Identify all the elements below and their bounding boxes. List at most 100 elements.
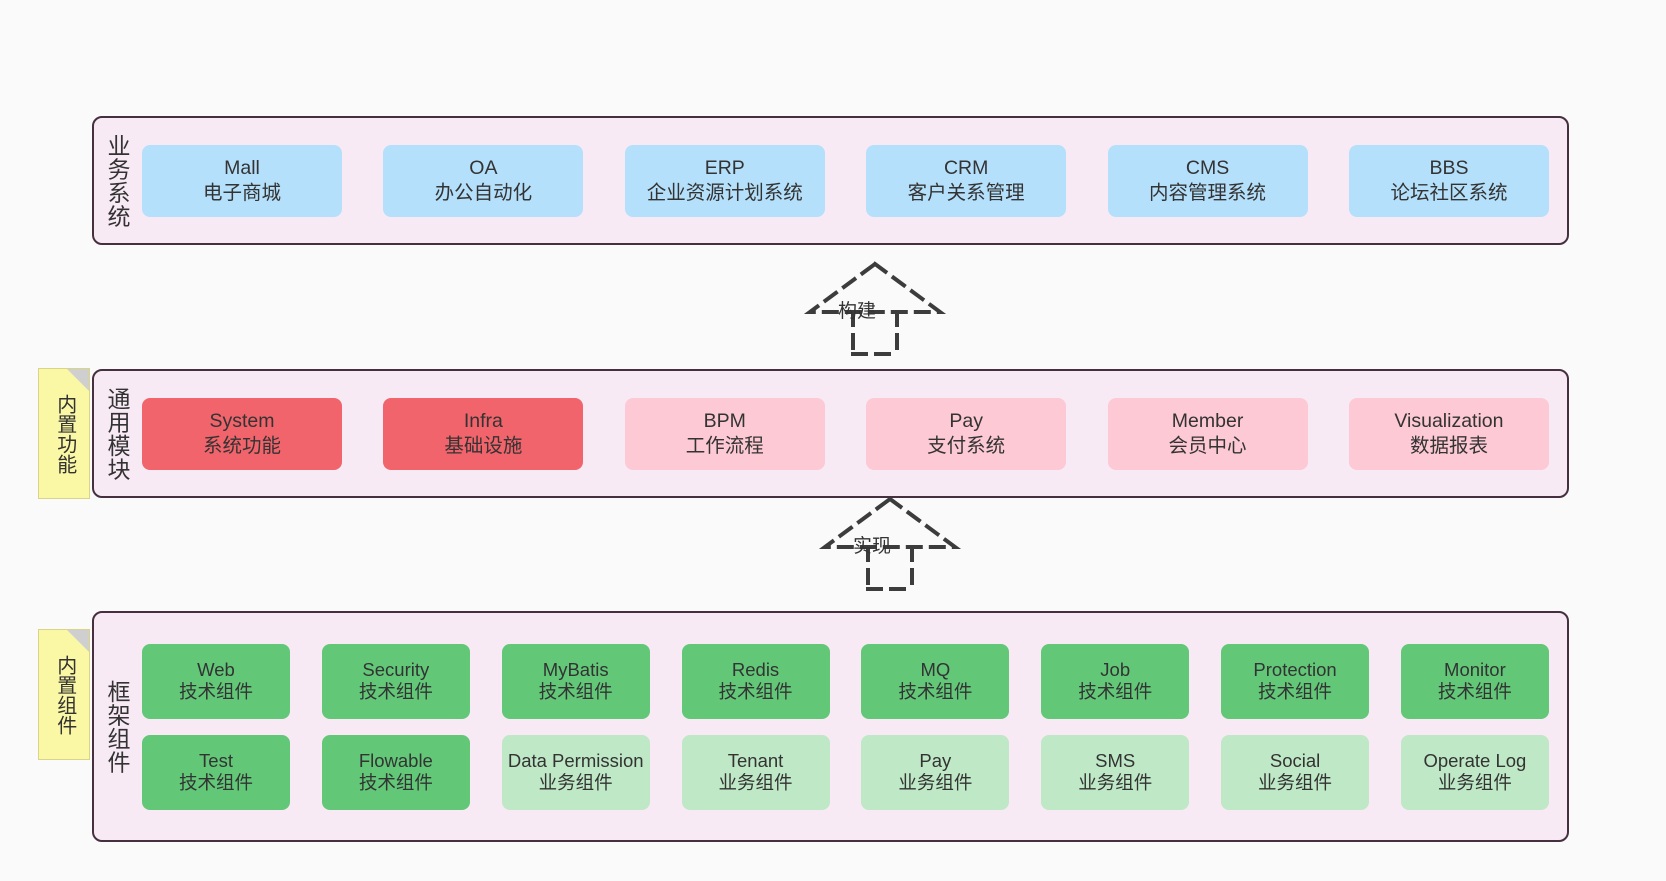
card-bpm-desc: 工作流程 bbox=[685, 434, 764, 457]
arrow-implement-head bbox=[818, 496, 962, 549]
card-erp-desc: 企业资源计划系统 bbox=[646, 181, 803, 204]
card-flowable[interactable]: Flowable 技术组件 bbox=[321, 734, 470, 810]
card-oa-desc: 办公自动化 bbox=[434, 181, 533, 204]
layer-business-systems-label: 业务系统 bbox=[103, 133, 130, 228]
card-security[interactable]: Security 技术组件 bbox=[321, 643, 470, 719]
card-system-desc: 系统功能 bbox=[202, 434, 281, 457]
framework-components-row-1: Web 技术组件 Security 技术组件 MyBatis 技术组件 Redi… bbox=[142, 643, 1549, 719]
card-mq-name: MQ bbox=[920, 658, 951, 680]
card-crm[interactable]: CRM 客户关系管理 bbox=[866, 144, 1067, 217]
card-mq-desc: 技术组件 bbox=[898, 681, 973, 702]
card-mall-desc: 电子商城 bbox=[202, 181, 281, 204]
card-security-desc: 技术组件 bbox=[358, 681, 433, 702]
card-erp[interactable]: ERP 企业资源计划系统 bbox=[624, 144, 825, 217]
arrow-build: 构建 bbox=[790, 258, 960, 358]
card-pay-module-name: Pay bbox=[949, 409, 983, 432]
card-mall[interactable]: Mall 电子商城 bbox=[142, 144, 342, 217]
card-crm-desc: 客户关系管理 bbox=[907, 181, 1025, 204]
card-oa[interactable]: OA 办公自动化 bbox=[383, 144, 584, 217]
sticky-note-built-in-features: 内置功能 bbox=[38, 368, 90, 499]
card-social[interactable]: Social 业务组件 bbox=[1221, 734, 1370, 810]
business-systems-row: Mall 电子商城 OA 办公自动化 ERP 企业资源计划系统 CRM 客户关系… bbox=[142, 144, 1549, 217]
card-bpm-name: BPM bbox=[703, 409, 746, 432]
card-job[interactable]: Job 技术组件 bbox=[1041, 643, 1190, 719]
card-mybatis-desc: 技术组件 bbox=[538, 681, 613, 702]
card-tenant[interactable]: Tenant 业务组件 bbox=[681, 734, 830, 810]
arrow-implement: 实现 bbox=[805, 493, 975, 593]
framework-components-row-2: Test 技术组件 Flowable 技术组件 Data Permission … bbox=[142, 734, 1549, 810]
card-pay-module[interactable]: Pay 支付系统 bbox=[866, 397, 1067, 470]
arrow-implement-label: 实现 bbox=[853, 536, 892, 557]
card-mall-name: Mall bbox=[224, 156, 260, 179]
card-pay-component[interactable]: Pay 业务组件 bbox=[861, 734, 1010, 810]
card-crm-name: CRM bbox=[943, 156, 989, 179]
card-test-desc: 技术组件 bbox=[178, 772, 253, 793]
card-test-name: Test bbox=[199, 749, 233, 771]
layer-common-modules-body: System 系统功能 Infra 基础设施 BPM 工作流程 Pay 支付系统… bbox=[138, 371, 1567, 496]
card-system[interactable]: System 系统功能 bbox=[142, 397, 342, 470]
card-oa-name: OA bbox=[469, 156, 498, 179]
card-job-name: Job bbox=[1100, 658, 1131, 680]
layer-framework-components-body: Web 技术组件 Security 技术组件 MyBatis 技术组件 Redi… bbox=[138, 613, 1567, 840]
card-protection-desc: 技术组件 bbox=[1258, 681, 1333, 702]
card-visualization-desc: 数据报表 bbox=[1409, 434, 1488, 457]
card-cms[interactable]: CMS 内容管理系统 bbox=[1107, 144, 1308, 217]
layer-business-systems-body: Mall 电子商城 OA 办公自动化 ERP 企业资源计划系统 CRM 客户关系… bbox=[138, 118, 1567, 243]
card-erp-name: ERP bbox=[704, 156, 745, 179]
arrow-implement-shaft bbox=[866, 545, 914, 591]
card-operate-log-name: Operate Log bbox=[1423, 749, 1527, 771]
card-tenant-name: Tenant bbox=[727, 749, 784, 771]
card-redis-name: Redis bbox=[731, 658, 780, 680]
card-protection[interactable]: Protection 技术组件 bbox=[1221, 643, 1370, 719]
card-monitor-desc: 技术组件 bbox=[1437, 681, 1512, 702]
card-member[interactable]: Member 会员中心 bbox=[1107, 397, 1308, 470]
card-job-desc: 技术组件 bbox=[1078, 681, 1153, 702]
card-tenant-desc: 业务组件 bbox=[718, 772, 793, 793]
sticky-fold-icon bbox=[67, 369, 89, 391]
card-flowable-desc: 技术组件 bbox=[358, 772, 433, 793]
card-web-desc: 技术组件 bbox=[178, 681, 253, 702]
card-data-permission[interactable]: Data Permission 业务组件 bbox=[501, 734, 650, 810]
sticky-note-built-in-components: 内置组件 bbox=[38, 629, 90, 760]
sticky-note-built-in-components-label: 内置组件 bbox=[53, 654, 76, 735]
card-mybatis[interactable]: MyBatis 技术组件 bbox=[501, 643, 650, 719]
card-sms-name: SMS bbox=[1095, 749, 1136, 771]
card-operate-log[interactable]: Operate Log 业务组件 bbox=[1400, 734, 1549, 810]
card-member-name: Member bbox=[1171, 409, 1244, 432]
card-social-desc: 业务组件 bbox=[1258, 772, 1333, 793]
card-bpm[interactable]: BPM 工作流程 bbox=[624, 397, 825, 470]
card-infra[interactable]: Infra 基础设施 bbox=[383, 397, 584, 470]
card-visualization-name: Visualization bbox=[1394, 409, 1504, 432]
layer-framework-components-label: 框架组件 bbox=[103, 679, 130, 774]
card-web-name: Web bbox=[197, 658, 235, 680]
card-bbs[interactable]: BBS 论坛社区系统 bbox=[1348, 144, 1549, 217]
card-test[interactable]: Test 技术组件 bbox=[142, 734, 290, 810]
card-infra-desc: 基础设施 bbox=[444, 434, 523, 457]
card-bbs-desc: 论坛社区系统 bbox=[1390, 181, 1508, 204]
card-redis[interactable]: Redis 技术组件 bbox=[681, 643, 830, 719]
layer-business-systems: 业务系统 Mall 电子商城 OA 办公自动化 ERP 企业资源计划系统 CRM bbox=[92, 116, 1569, 245]
common-modules-row: System 系统功能 Infra 基础设施 BPM 工作流程 Pay 支付系统… bbox=[142, 397, 1549, 470]
card-social-name: Social bbox=[1269, 749, 1321, 771]
card-bbs-name: BBS bbox=[1429, 156, 1469, 179]
card-security-name: Security bbox=[362, 658, 430, 680]
card-system-name: System bbox=[209, 409, 275, 432]
card-data-permission-name: Data Permission bbox=[507, 749, 644, 771]
card-mq[interactable]: MQ 技术组件 bbox=[861, 643, 1010, 719]
card-infra-name: Infra bbox=[463, 409, 503, 432]
card-pay-component-name: Pay bbox=[919, 749, 952, 771]
card-web[interactable]: Web 技术组件 bbox=[142, 643, 290, 719]
arrow-build-label: 构建 bbox=[838, 301, 877, 322]
card-redis-desc: 技术组件 bbox=[718, 681, 793, 702]
layer-common-modules-label: 通用模块 bbox=[103, 386, 130, 481]
card-protection-name: Protection bbox=[1253, 658, 1337, 680]
card-sms[interactable]: SMS 业务组件 bbox=[1041, 734, 1190, 810]
card-sms-desc: 业务组件 bbox=[1078, 772, 1153, 793]
sticky-note-built-in-features-label: 内置功能 bbox=[53, 393, 76, 474]
arrow-build-shaft bbox=[851, 310, 899, 356]
card-visualization[interactable]: Visualization 数据报表 bbox=[1348, 397, 1549, 470]
card-operate-log-desc: 业务组件 bbox=[1437, 772, 1512, 793]
card-monitor[interactable]: Monitor 技术组件 bbox=[1400, 643, 1549, 719]
card-member-desc: 会员中心 bbox=[1168, 434, 1247, 457]
